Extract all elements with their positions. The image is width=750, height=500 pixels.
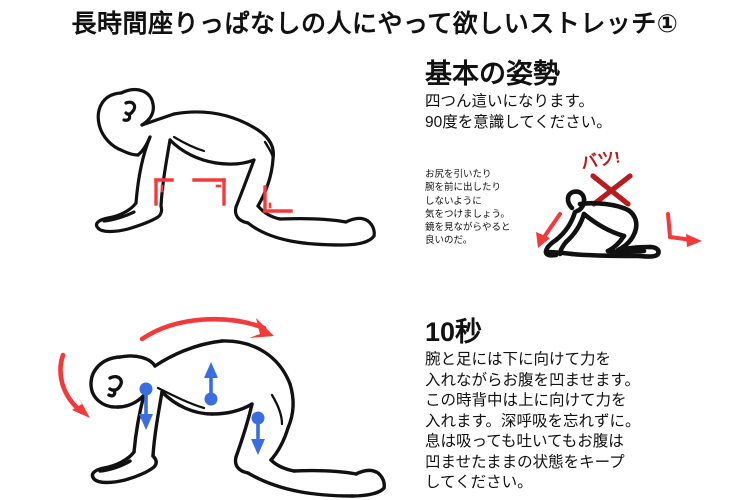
- hold-instructions-block: 10秒 腕と足には下に向けて力を 入れながらお腹を凹ませます。 この時背中は上に…: [425, 318, 640, 494]
- basic-posture-line-1: 四つん這いになります。: [425, 93, 594, 111]
- basic-posture-line-2: 90度を意識してください。: [425, 113, 612, 131]
- hold-line-2: 入れながらお腹を凹ませます。: [425, 371, 640, 389]
- hold-line-5: 息は吸っても吐いてもお腹は: [425, 433, 624, 451]
- hold-line-4: 入れます。深呼吸を忘れずに。: [425, 412, 641, 430]
- arrow-arm-press-down: [139, 382, 153, 430]
- batsu-annotation: バツ!: [579, 152, 621, 173]
- arrow-arc-over-back: [139, 316, 274, 342]
- arrow-abdomen-lift-up: [204, 362, 218, 406]
- note-line-2: 腕を前に出したり: [425, 182, 502, 194]
- arrow-curve-head-down: [58, 352, 90, 418]
- note-line-1: お尻を引いたり: [425, 169, 492, 180]
- angle-marker-hip: [192, 178, 226, 206]
- note-line-3: しないように: [425, 195, 482, 207]
- page-title: 長時間座りっぱなしの人にやって欲しいストレッチ①: [71, 10, 679, 38]
- arrow-down-left: [536, 212, 562, 248]
- svg-text:バツ!: バツ!: [579, 152, 621, 173]
- note-line-4: 気をつけましょう。: [425, 208, 510, 220]
- figure-cat-pose: [58, 300, 418, 500]
- basic-posture-heading: 基本の姿勢: [425, 59, 560, 89]
- arrow-down-right: [666, 212, 702, 247]
- hold-line-3: この時背中は上に向けて力を: [425, 392, 627, 410]
- basic-posture-note-block: お尻を引いたり 腕を前に出したり しないように 気をつけましょう。 鏡を見ながら…: [425, 168, 540, 248]
- figure-bad-posture: バツ!: [520, 152, 750, 277]
- hold-line-6: 凹ませたままの状態をキープ: [425, 453, 625, 471]
- basic-posture-text-block: 基本の姿勢 四つん這いになります。 90度を意識してください。: [425, 60, 612, 133]
- angle-marker-arm: [154, 178, 174, 206]
- hold-line-1: 腕と足には下に向けて力を: [425, 351, 612, 369]
- note-line-5: 鏡を見ながらやると: [425, 222, 511, 234]
- hold-heading: 10秒: [425, 317, 483, 347]
- hold-line-7: してください。: [425, 474, 533, 492]
- note-line-6: 良いのだ。: [425, 235, 473, 247]
- angle-marker-knee: [263, 185, 293, 213]
- arrow-thigh-press-down: [251, 411, 265, 455]
- x-mark: [590, 173, 633, 207]
- figure-basic-posture: [58, 58, 418, 270]
